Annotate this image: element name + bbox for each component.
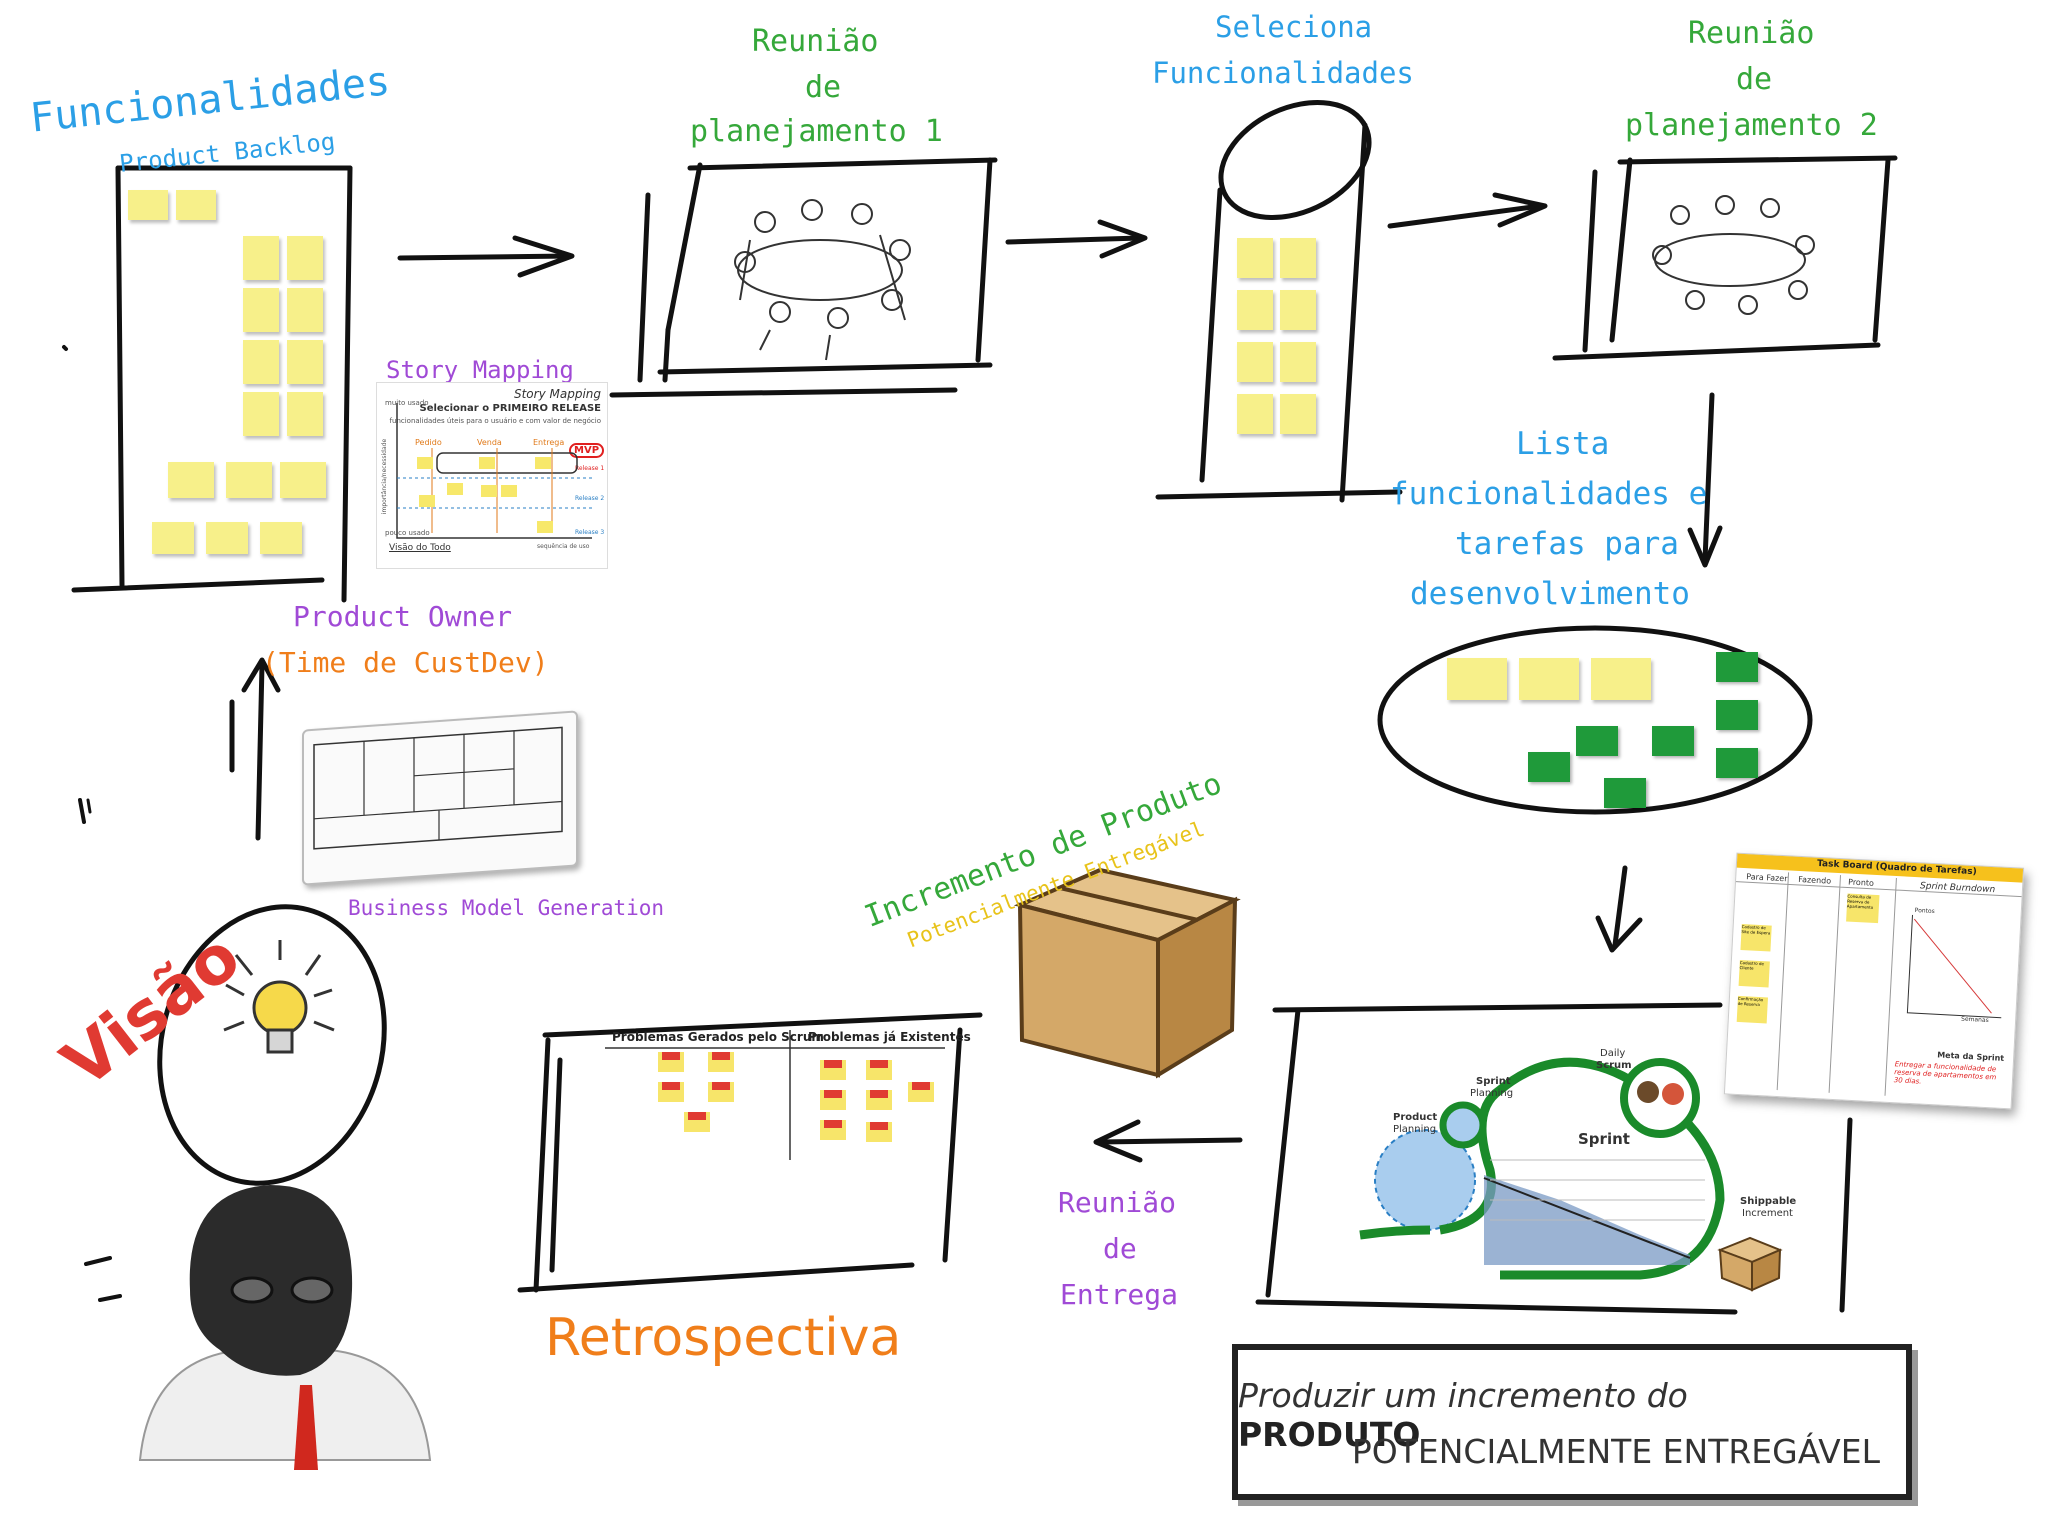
business-model-canvas-thumbnail xyxy=(302,710,578,886)
list-item xyxy=(287,236,323,280)
reuniao-2-de-label: de xyxy=(1736,62,1773,97)
list-item xyxy=(1280,342,1316,382)
lightbulb-icon xyxy=(223,940,335,1054)
list-item xyxy=(1280,394,1316,434)
story-mapping-label: Story Mapping xyxy=(386,356,574,384)
retro-col2-header: Problemas já Existentes xyxy=(808,1030,971,1044)
list-item xyxy=(1716,700,1758,730)
list-item xyxy=(1591,658,1651,700)
lista-desenvolvimento-label: desenvolvimento xyxy=(1410,576,1690,612)
reuniao-1-de-label: de xyxy=(805,70,842,105)
reuniao-entrega-entrega-label: Entrega xyxy=(1060,1278,1179,1311)
reuniao-entrega-label: Reunião xyxy=(1058,1186,1177,1219)
list-item xyxy=(128,190,168,220)
list-item xyxy=(280,462,326,498)
list-item xyxy=(260,522,302,554)
list-item xyxy=(1604,778,1646,808)
lista-tarefas-label: tarefas para xyxy=(1455,526,1679,562)
seleciona-label: Seleciona xyxy=(1215,10,1373,44)
list-item xyxy=(287,288,323,332)
arrow-to-planning1 xyxy=(397,253,573,261)
retrospectiva-label: Retrospectiva xyxy=(545,1308,902,1368)
product-box-icon xyxy=(1013,867,1241,1079)
planning1-frame-top xyxy=(687,157,998,171)
backlog-board-right xyxy=(341,165,353,603)
idea-ellipse xyxy=(157,904,387,1186)
meeting-sketch-1 xyxy=(734,199,911,361)
caption-line1: Produzir um incremento do PRODUTO xyxy=(1238,1376,1688,1454)
planejamento-2-label: planejamento 2 xyxy=(1625,108,1878,143)
mvp-badge: MVP xyxy=(569,443,605,458)
list-item xyxy=(1280,238,1316,278)
list-item xyxy=(176,190,216,220)
list-item xyxy=(243,392,279,436)
list-item xyxy=(1576,726,1618,756)
list-item xyxy=(1528,752,1570,782)
reuniao-1-label: Reunião xyxy=(752,24,879,59)
list-item xyxy=(243,340,279,384)
reuniao-entrega-de-label: de xyxy=(1103,1232,1137,1265)
list-item xyxy=(1519,658,1579,700)
list-item xyxy=(1237,342,1273,382)
shippable-increment-label: Shippable xyxy=(1740,1196,1797,1207)
scrum-cycle-diagram xyxy=(1359,1057,1783,1292)
caption-box: Produzir um incremento do PRODUTO POTENC… xyxy=(1232,1344,1912,1500)
task-board: Task Board (Quadro de Tarefas) Para Faze… xyxy=(1723,852,2025,1110)
list-item xyxy=(243,288,279,332)
list-item xyxy=(206,522,248,554)
seleciona-funcionalidades-label: Funcionalidades xyxy=(1152,56,1414,90)
list-item xyxy=(152,522,194,554)
product-owner-label: Product Owner xyxy=(293,600,513,633)
product-owner-avatar xyxy=(138,1185,432,1470)
list-item xyxy=(1280,290,1316,330)
list-item xyxy=(226,462,272,498)
list-item xyxy=(287,340,323,384)
planejamento-1-label: planejamento 1 xyxy=(690,114,943,149)
daily-scrum-label: Daily xyxy=(1600,1048,1626,1059)
list-item xyxy=(1716,748,1758,778)
list-item xyxy=(1237,238,1273,278)
list-item xyxy=(168,462,214,498)
reuniao-2-label: Reunião xyxy=(1688,16,1815,51)
backlog-board-left xyxy=(115,165,125,588)
list-item xyxy=(243,236,279,280)
task-list-ellipse xyxy=(1377,625,1813,815)
list-item xyxy=(1716,652,1758,682)
lista-label: Lista xyxy=(1516,426,1610,462)
retro-col1-header: Problemas Gerados pelo Scrum xyxy=(612,1030,824,1044)
sprint-label: Sprint xyxy=(1578,1130,1630,1148)
meeting-sketch-2 xyxy=(1652,195,1815,315)
story-mapping-thumbnail: Story Mapping Selecionar o PRIMEIRO RELE… xyxy=(376,382,608,569)
business-model-label: Business Model Generation xyxy=(348,896,665,920)
list-item xyxy=(1652,726,1694,756)
time-custdev-label: (Time de CustDev) xyxy=(262,646,549,679)
list-item xyxy=(1237,394,1273,434)
lista-funcionalidades-label: funcionalidades e xyxy=(1390,476,1708,512)
caption-line2: POTENCIALMENTE ENTREGÁVEL xyxy=(1351,1432,1880,1471)
list-item xyxy=(1447,658,1507,700)
list-item xyxy=(287,392,323,436)
list-item xyxy=(1237,290,1273,330)
backlog-board-bottom xyxy=(71,577,325,593)
sprint-planning-label: Sprint xyxy=(1476,1076,1511,1087)
product-planning-label: Product xyxy=(1393,1112,1438,1123)
